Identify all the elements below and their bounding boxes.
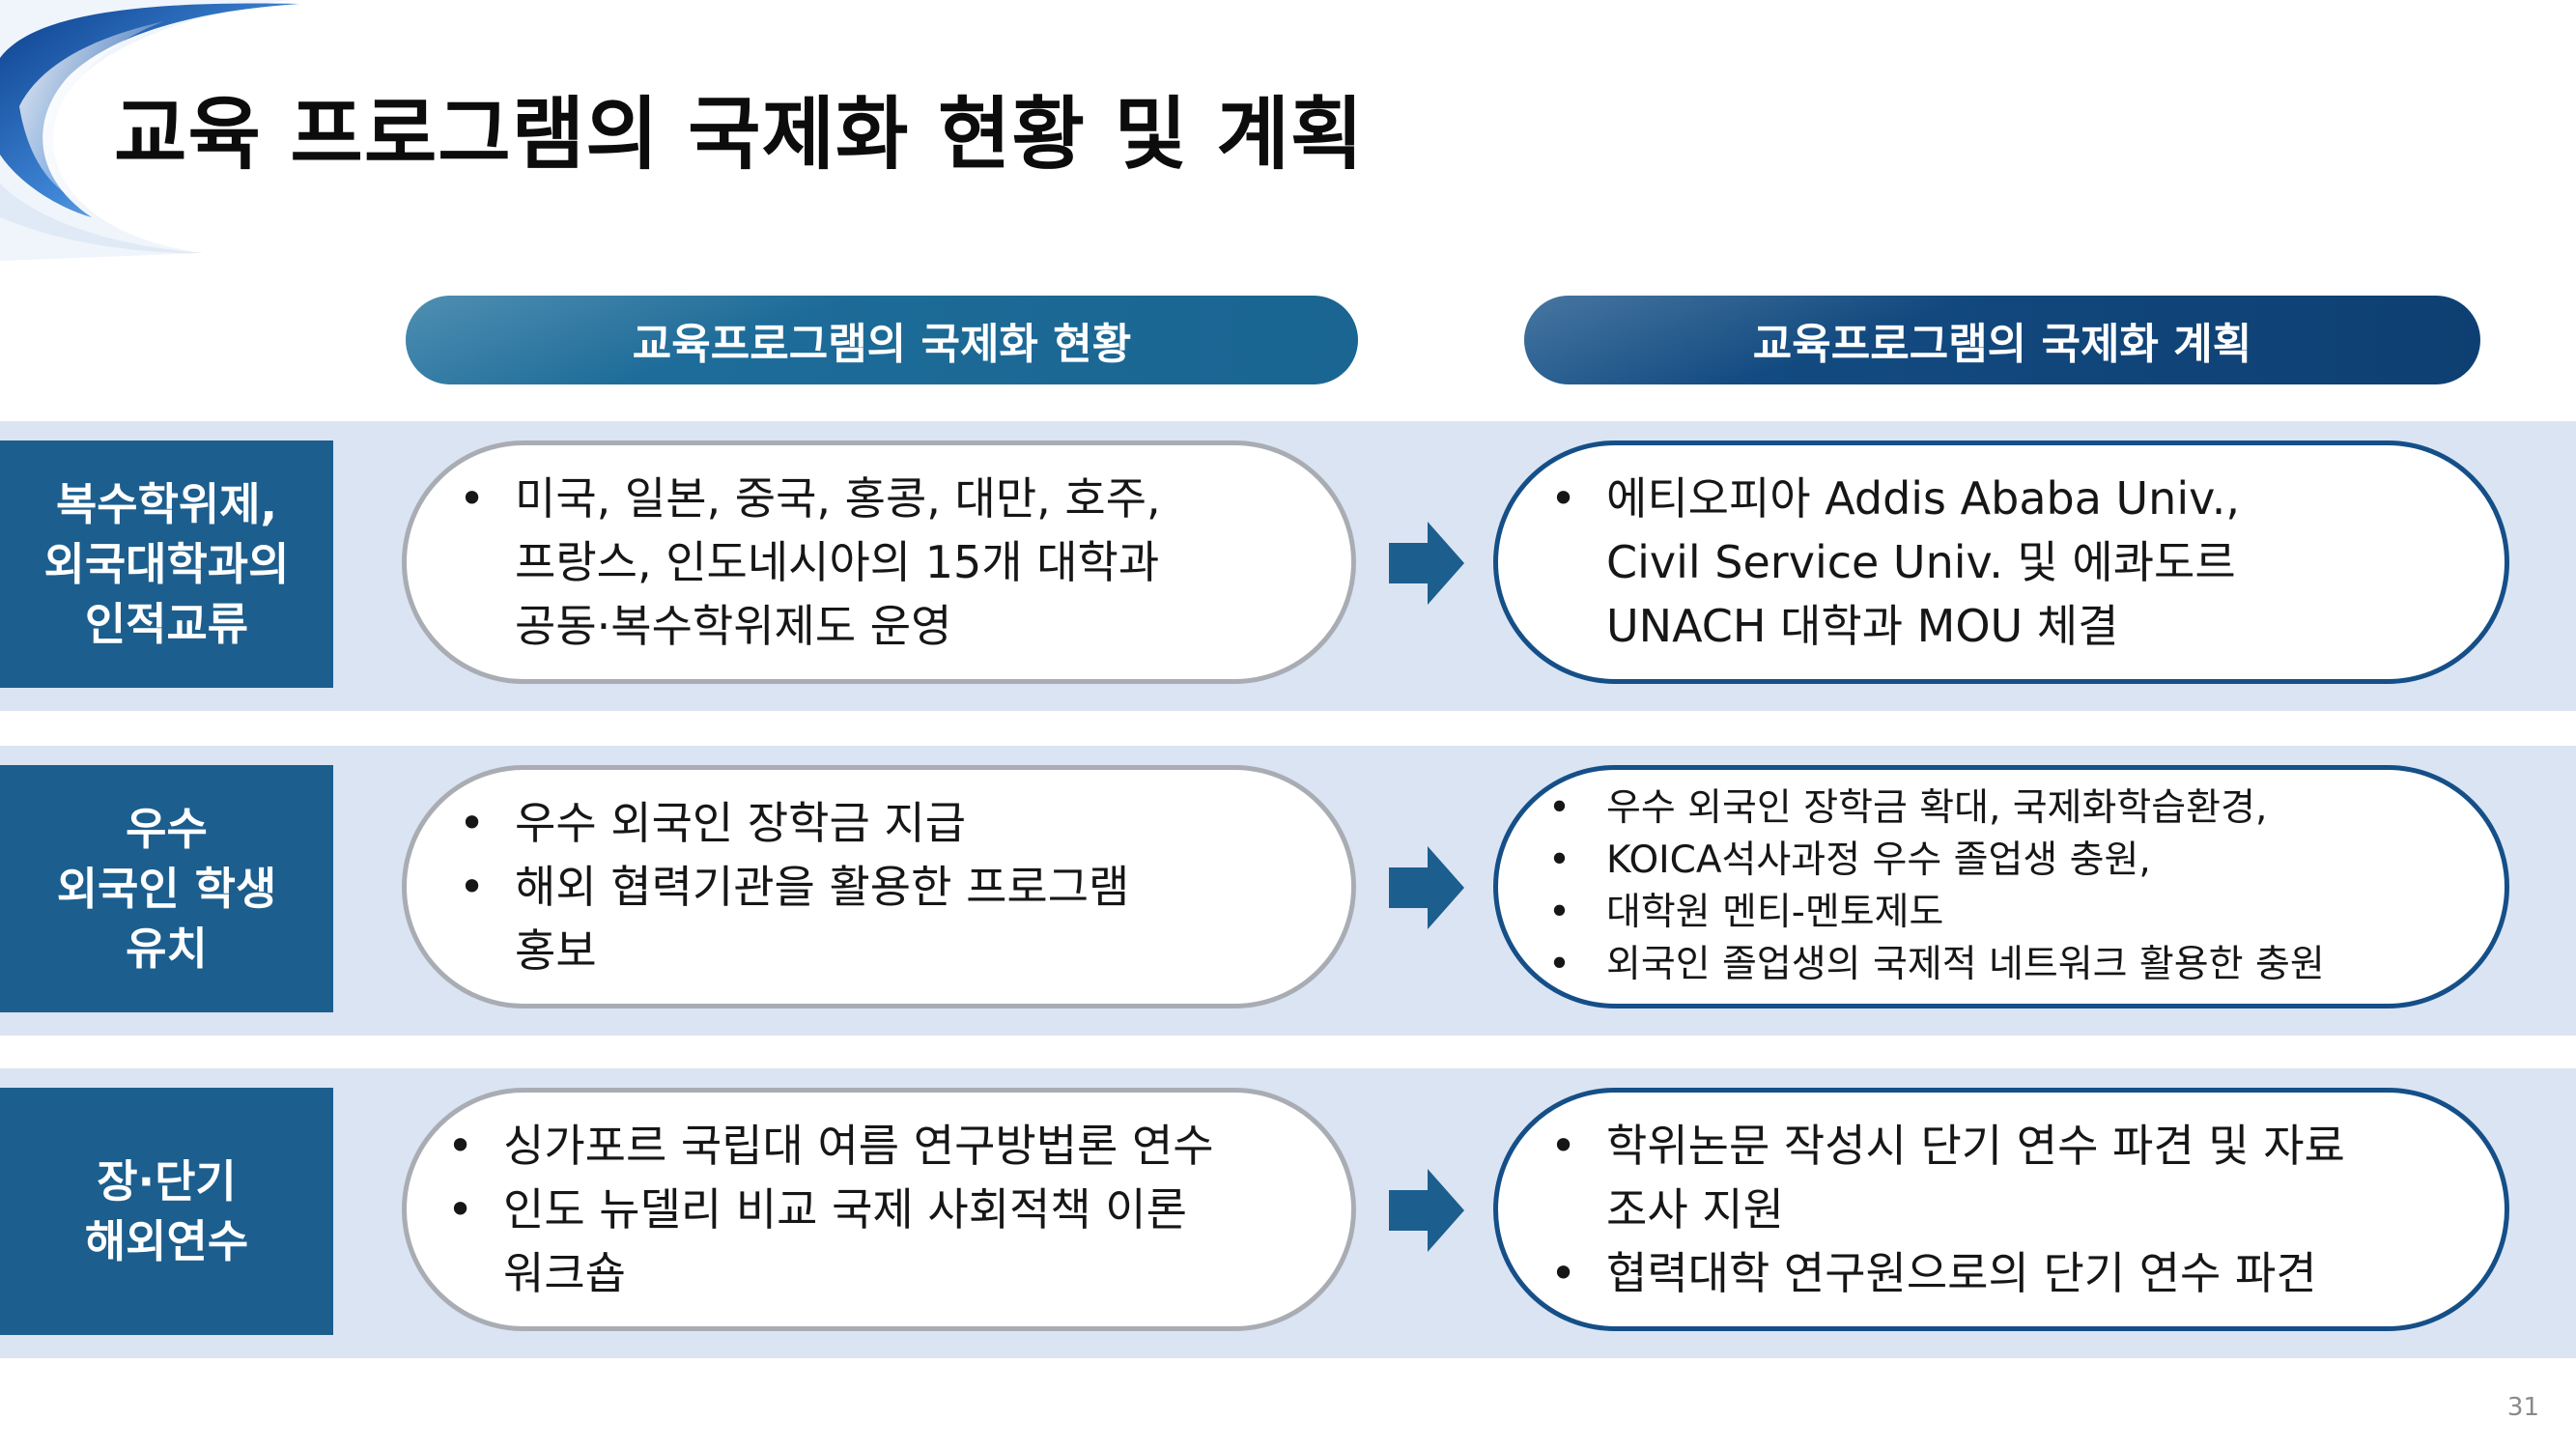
- bullet: •: [459, 797, 486, 849]
- header-plan-label: 교육프로그램의 국제화 계획: [1752, 320, 2252, 369]
- plan-box-3: • 학위논문 작성시 단기 연수 파견 및 자료 조사 지원 • 협력대학 연구원으…: [1493, 1088, 2509, 1331]
- bullet: •: [447, 1183, 474, 1236]
- bullet: •: [1548, 891, 1571, 934]
- list-item: • 싱가포르 국립대 여름 연구방법론 연수: [447, 1114, 1214, 1178]
- current-status-box-3: • 싱가포르 국립대 여름 연구방법론 연수 • 인도 뉴델리 비교 국제 사회적책…: [402, 1088, 1356, 1331]
- bullet: •: [459, 472, 486, 525]
- bullet: •: [1550, 472, 1577, 525]
- list-item-text: 학위논문 작성시 단기 연수 파견 및 자료 조사 지원: [1606, 1120, 2345, 1236]
- row-label-overseas-training: 장·단기 해외연수: [0, 1088, 333, 1335]
- bullet: •: [459, 861, 486, 913]
- arrow-right-icon: [1389, 522, 1464, 605]
- list-item-text: 싱가포르 국립대 여름 연구방법론 연수: [503, 1120, 1214, 1172]
- bullet: •: [1548, 786, 1571, 830]
- list-item: • 인도 뉴델리 비교 국제 사회적책 이론 워크숍: [447, 1178, 1214, 1305]
- list-item: • 우수 외국인 장학금 확대, 국제화학습환경,: [1548, 782, 2325, 835]
- header-plan: 교육프로그램의 국제화 계획: [1524, 296, 2480, 384]
- list-item: • KOICA석사과정 우수 졸업생 충원,: [1548, 835, 2325, 887]
- list-item-text: 협력대학 연구원으로의 단기 연수 파견: [1606, 1247, 2317, 1299]
- list-item-text: 인도 뉴델리 비교 국제 사회적책 이론 워크숍: [503, 1183, 1187, 1299]
- list-item: • 협력대학 연구원으로의 단기 연수 파견: [1550, 1241, 2345, 1305]
- list-item-text: 외국인 졸업생의 국제적 네트워크 활용한 충원: [1606, 943, 2325, 986]
- list-item-text: 대학원 멘티-멘토제도: [1606, 891, 1944, 934]
- decorative-swoosh: [0, 0, 299, 261]
- bullet: •: [1550, 1247, 1577, 1299]
- arrow-right-icon: [1389, 1169, 1464, 1252]
- list-item-text: 우수 외국인 장학금 지급: [515, 797, 967, 849]
- list-item: • 우수 외국인 장학금 지급: [459, 791, 1129, 855]
- list-item: • 해외 협력기관을 활용한 프로그램 홍보: [459, 855, 1130, 982]
- plan-box-2: • 우수 외국인 장학금 확대, 국제화학습환경, • KOICA석사과정 우수 졸…: [1493, 765, 2509, 1009]
- plan-box-1: • 에티오피아 Addis Ababa Univ., Civil Service …: [1493, 440, 2509, 684]
- list-item-text: KOICA석사과정 우수 졸업생 충원,: [1606, 838, 2151, 882]
- list-item: • 에티오피아 Addis Ababa Univ., Civil Service …: [1550, 467, 2241, 658]
- row-label-double-degree: 복수학위제, 외국대학과의 인적교류: [0, 440, 333, 688]
- list-item-text: 미국, 일본, 중국, 홍콩, 대만, 호주, 프랑스, 인도네시아의 15개 …: [515, 472, 1161, 652]
- row-label-foreign-students: 우수 외국인 학생 유치: [0, 765, 333, 1012]
- header-current-status-label: 교육프로그램의 국제화 현황: [632, 320, 1132, 369]
- bullet: •: [1550, 1120, 1577, 1172]
- arrow-right-icon: [1389, 846, 1464, 929]
- list-item: • 학위논문 작성시 단기 연수 파견 및 자료 조사 지원: [1550, 1114, 2345, 1241]
- page-title: 교육 프로그램의 국제화 현황 및 계획: [114, 89, 1365, 181]
- list-item-text: 에티오피아 Addis Ababa Univ., Civil Service U…: [1606, 472, 2241, 652]
- list-item-text: 우수 외국인 장학금 확대, 국제화학습환경,: [1606, 786, 2268, 830]
- current-status-box-1: • 미국, 일본, 중국, 홍콩, 대만, 호주, 프랑스, 인도네시아의 15개…: [402, 440, 1356, 684]
- bullet: •: [447, 1120, 474, 1172]
- bullet: •: [1548, 943, 1571, 986]
- page-number: 31: [2506, 1393, 2539, 1422]
- bullet: •: [1548, 838, 1571, 882]
- list-item: • 대학원 멘티-멘토제도: [1548, 887, 2325, 939]
- current-status-box-2: • 우수 외국인 장학금 지급 • 해외 협력기관을 활용한 프로그램 홍보: [402, 765, 1356, 1009]
- list-item: • 미국, 일본, 중국, 홍콩, 대만, 호주, 프랑스, 인도네시아의 15개…: [459, 467, 1161, 658]
- header-current-status: 교육프로그램의 국제화 현황: [406, 296, 1358, 384]
- list-item: • 외국인 졸업생의 국제적 네트워크 활용한 충원: [1548, 939, 2325, 991]
- list-item-text: 해외 협력기관을 활용한 프로그램 홍보: [515, 861, 1130, 977]
